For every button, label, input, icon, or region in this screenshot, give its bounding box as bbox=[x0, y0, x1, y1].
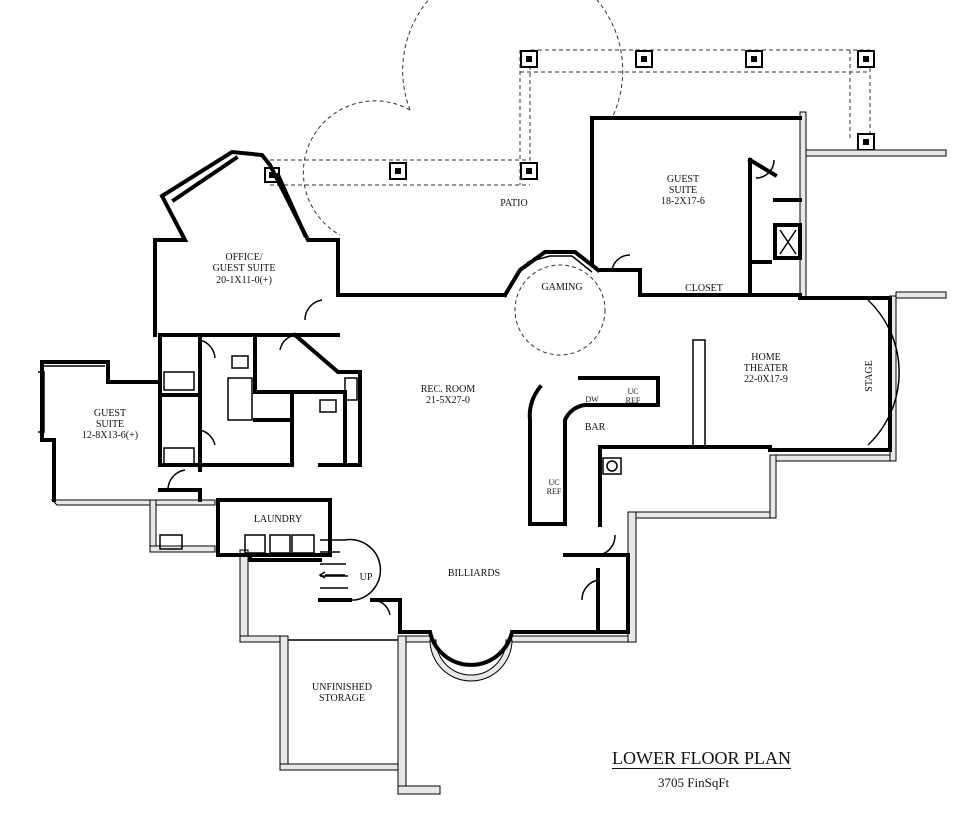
label-rec-room: REC. ROOM bbox=[421, 384, 476, 395]
label-rec-room-size: 21-5X27-0 bbox=[426, 395, 470, 406]
label-guest-left-1: GUEST bbox=[94, 408, 126, 419]
label-guest-left-2: SUITE bbox=[96, 419, 124, 430]
label-unfinished-2: STORAGE bbox=[319, 693, 365, 704]
plan-title: LOWER FLOOR PLAN bbox=[612, 748, 791, 769]
room-labels: PATIO OFFICE/ GUEST SUITE 20-1X11-0(+) G… bbox=[82, 174, 875, 704]
label-gaming: GAMING bbox=[541, 282, 582, 293]
label-office-size: 20-1X11-0(+) bbox=[216, 275, 272, 286]
label-guest-right-size: 18-2X17-6 bbox=[661, 196, 705, 207]
label-uc-ref-side-1: UC bbox=[548, 478, 559, 487]
label-unfinished-1: UNFINISHED bbox=[312, 682, 372, 693]
foundation-walls bbox=[50, 111, 947, 795]
exterior-walls bbox=[38, 116, 900, 667]
label-office-1: OFFICE/ bbox=[225, 252, 262, 263]
label-dw: DW bbox=[585, 395, 599, 404]
label-guest-left-size: 12-8X13-6(+) bbox=[82, 430, 138, 441]
label-up: UP bbox=[360, 572, 373, 583]
label-billiards: BILLIARDS bbox=[448, 568, 500, 579]
label-closet: CLOSET bbox=[685, 283, 723, 294]
label-stage: STAGE bbox=[864, 360, 875, 391]
label-guest-right-2: SUITE bbox=[669, 185, 697, 196]
label-uc-ref-top-1: UC bbox=[627, 387, 638, 396]
pergola-posts bbox=[264, 50, 875, 183]
patio-pergola bbox=[270, 0, 871, 356]
label-uc-ref-top-2: REF bbox=[626, 396, 641, 405]
label-laundry: LAUNDRY bbox=[254, 514, 302, 525]
label-uc-ref-side-2: REF bbox=[547, 487, 562, 496]
plan-subtitle: 3705 FinSqFt bbox=[658, 775, 730, 790]
label-bar: BAR bbox=[585, 422, 606, 433]
label-home-theater-2: THEATER bbox=[744, 363, 789, 374]
label-patio: PATIO bbox=[500, 198, 527, 209]
label-home-theater-1: HOME bbox=[751, 352, 780, 363]
label-office-2: GUEST SUITE bbox=[213, 263, 276, 274]
label-guest-right-1: GUEST bbox=[667, 174, 699, 185]
label-home-theater-size: 22-0X17-9 bbox=[744, 374, 788, 385]
